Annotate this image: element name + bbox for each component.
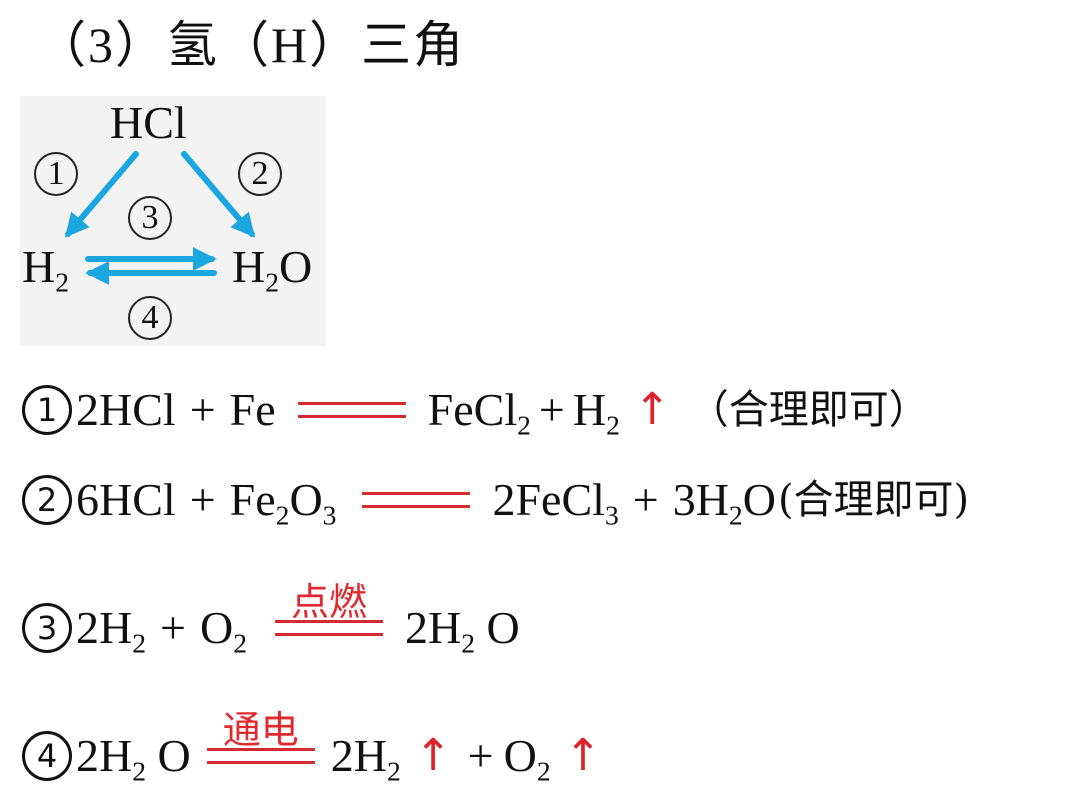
equation-4: 4 2H2 O 通电 2H2 ↑ + O2 ↑ bbox=[22, 710, 608, 787]
eq2-reactant-2: Fe2O3 bbox=[229, 474, 337, 531]
element-name: 氢 bbox=[167, 16, 219, 74]
eq1-product-2: H2 bbox=[572, 384, 620, 441]
node-h2: H2 bbox=[22, 241, 69, 296]
diagram-arrows bbox=[64, 151, 256, 285]
eq2-product-2: 3H2O bbox=[672, 474, 776, 531]
condition-electrolysis: 通电 bbox=[222, 708, 299, 752]
equation-3-index: 3 bbox=[22, 603, 72, 653]
eq2-equals-sign bbox=[362, 492, 471, 508]
label-reaction-4: 4 bbox=[128, 296, 172, 340]
title-suffix: 三角 bbox=[361, 16, 466, 74]
equation-3: 3 2H2 + O2 点燃 2H2 O bbox=[22, 582, 520, 659]
eq3-reactant-2: O2 bbox=[199, 602, 248, 659]
equation-1: 1 2HCl + Fe FeCl2 + H2 ↑ （合理即可） bbox=[22, 380, 929, 440]
arrow-hcl-to-h2 bbox=[64, 151, 139, 238]
section-number: （3） bbox=[36, 17, 167, 73]
equation-4-index: 4 bbox=[22, 731, 72, 781]
node-hcl: HCl bbox=[110, 97, 187, 148]
eq2-note: (合理即可) bbox=[777, 477, 970, 523]
eq2-product-1: 2FeCl3 bbox=[492, 474, 619, 531]
eq1-equals-sign bbox=[297, 402, 406, 418]
eq1-product-1: FeCl2 bbox=[427, 384, 531, 441]
element-symbol: （H） bbox=[219, 17, 362, 73]
eq2-reactant-1: 6HCl bbox=[76, 474, 176, 525]
eq3-reactant-1: 2H2 bbox=[76, 602, 147, 659]
eq4-product-2: O2 bbox=[503, 730, 551, 787]
eq4-equals-sign: 通电 bbox=[206, 710, 315, 764]
eq1-plus-2: + bbox=[538, 384, 565, 435]
node-h2o-o: O bbox=[279, 241, 313, 292]
gas-arrow-icon: ↑ bbox=[633, 384, 671, 435]
node-h2-subscript: 2 bbox=[55, 266, 70, 298]
condition-ignite: 点燃 bbox=[291, 580, 368, 624]
node-h2-symbol: H bbox=[22, 241, 56, 292]
eq1-reactant-2: Fe bbox=[229, 384, 276, 435]
eq3-product-1: 2H2 O bbox=[405, 602, 520, 659]
node-h2o-h: H bbox=[232, 241, 266, 292]
eq4-reactant-1: 2H2 O bbox=[76, 730, 191, 787]
eq2-plus-2: + bbox=[632, 474, 659, 525]
equation-2: 2 6HCl + Fe2O3 2FeCl3 + 3H2O (合理即可) bbox=[22, 470, 969, 530]
eq1-reactant-1: 2HCl bbox=[76, 384, 176, 435]
gas-arrow-icon: ↑ bbox=[564, 730, 602, 781]
eq4-plus: + bbox=[467, 730, 494, 781]
eq3-equals-sign: 点燃 bbox=[275, 582, 384, 636]
eq2-plus: + bbox=[189, 474, 216, 525]
equation-1-index: 1 bbox=[22, 385, 72, 435]
eq1-note: （合理即可） bbox=[688, 387, 929, 433]
arrow-hcl-to-h2o bbox=[181, 151, 256, 238]
eq3-plus: + bbox=[160, 602, 186, 653]
eq1-plus: + bbox=[189, 384, 216, 435]
equation-2-index: 2 bbox=[22, 475, 72, 525]
node-h2o-subscript: 2 bbox=[265, 266, 280, 298]
section-title: （3）氢（H）三角 bbox=[36, 10, 465, 80]
gas-arrow-icon: ↑ bbox=[414, 730, 452, 781]
hydrogen-triangle-diagram: HCl H2 H2O 1 2 3 4 bbox=[20, 96, 326, 346]
node-h2o: H2O bbox=[232, 241, 313, 296]
label-reaction-3: 3 bbox=[128, 196, 172, 240]
label-reaction-2: 2 bbox=[238, 152, 282, 196]
label-reaction-1: 1 bbox=[34, 152, 78, 196]
eq4-product-1: 2H2 bbox=[330, 730, 401, 787]
